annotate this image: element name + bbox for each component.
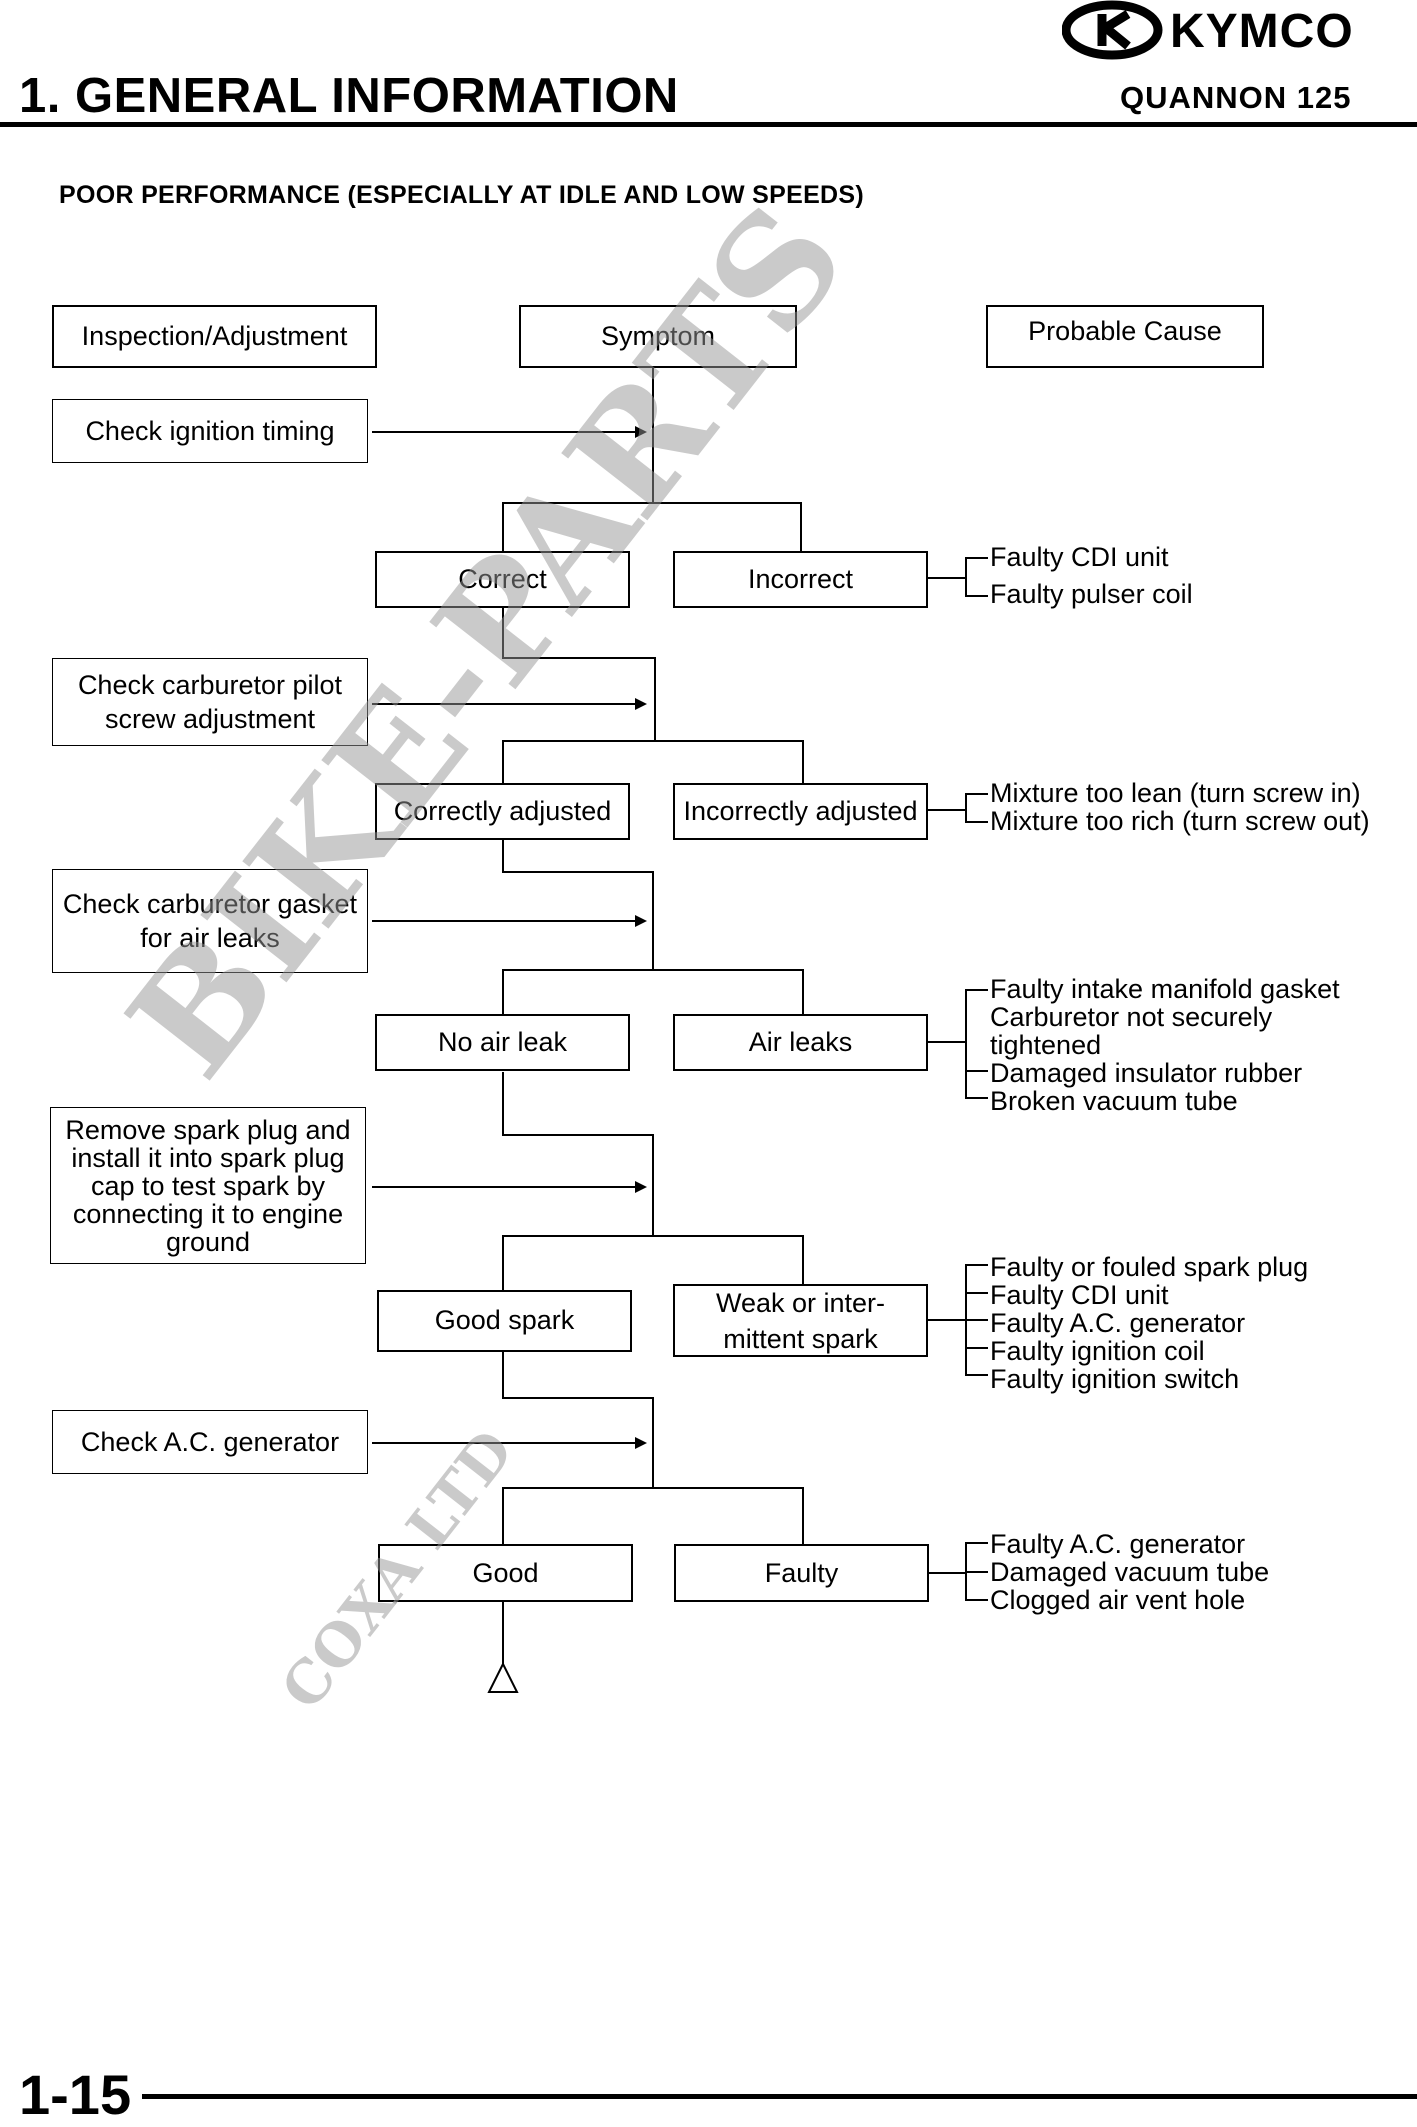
continue-triangle (487, 1661, 519, 1693)
cause-item: Faulty pulser coil (990, 579, 1193, 609)
cause-item: Faulty intake manifold gasket (990, 974, 1340, 1004)
symptom-incorrectly-adjusted: Incorrectly adjusted (673, 783, 928, 840)
inspection-line: connecting it to engine (72, 1198, 344, 1229)
inspection-spark-test: Remove spark plug and install it into sp… (50, 1107, 366, 1264)
footer-rule (142, 2094, 1417, 2099)
cause-item: tightened (990, 1030, 1102, 1060)
inspection-line: screw adjustment (104, 704, 316, 734)
cause-item: Clogged air vent hole (990, 1585, 1246, 1615)
inspection-check-pilot-screw: Check carburetor pilot screw adjustment (52, 658, 368, 746)
header-rule (0, 122, 1417, 127)
cause-item: Faulty ignition switch (990, 1364, 1240, 1394)
inspection-line: ground (165, 1226, 251, 1257)
cause-item: Mixture too lean (turn screw in) (990, 778, 1361, 808)
page-title: 1. GENERAL INFORMATION (19, 69, 679, 123)
cause-item: Faulty ignition coil (990, 1336, 1205, 1366)
inspection-line: Check carburetor pilot (77, 669, 343, 700)
symptom-incorrect: Incorrect (673, 551, 928, 608)
inspection-check-ac-generator: Check A.C. generator (52, 1410, 368, 1474)
inspection-line: Check carburetor gasket (62, 888, 358, 919)
symptom-good-spark: Good spark (377, 1290, 632, 1352)
cause-item: Broken vacuum tube (990, 1086, 1238, 1116)
symptom-faulty: Faulty (674, 1544, 929, 1602)
causes-step-1: Faulty CDI unit Faulty pulser coil (990, 543, 1193, 608)
symptom-air-leaks: Air leaks (673, 1014, 928, 1071)
symptom-line: mittent spark (723, 1323, 878, 1354)
cause-item: Faulty CDI unit (990, 1280, 1169, 1310)
cause-item: Mixture too rich (turn screw out) (990, 806, 1370, 836)
brand-wordmark: KYMCO (1170, 5, 1354, 58)
inspection-line: for air leaks (140, 923, 280, 953)
symptom-correctly-adjusted: Correctly adjusted (375, 783, 630, 840)
symptom-good: Good (378, 1544, 633, 1602)
inspection-line: Remove spark plug and (65, 1114, 351, 1145)
section-title: POOR PERFORMANCE (ESPECIALLY AT IDLE AND… (59, 181, 865, 209)
cause-item: Carburetor not securely (990, 1002, 1273, 1032)
page-number: 1-15 (19, 2063, 132, 2126)
model-name: QUANNON 125 (1120, 80, 1352, 115)
column-header-probable-cause: Probable Cause (986, 305, 1264, 368)
cause-item: Damaged vacuum tube (990, 1557, 1270, 1587)
causes-step-3: Faulty intake manifold gasket Carburetor… (990, 975, 1340, 1115)
inspection-check-ignition-timing: Check ignition timing (52, 399, 368, 463)
causes-step-4: Faulty or fouled spark plug Faulty CDI u… (990, 1253, 1308, 1393)
kymco-logo: KYMCO (1061, 0, 1412, 60)
symptom-line: Weak or inter- (715, 1287, 886, 1318)
symptom-no-air-leak: No air leak (375, 1014, 630, 1071)
inspection-line: cap to test spark by (90, 1170, 326, 1201)
cause-item: Faulty CDI unit (990, 542, 1169, 572)
symptom-weak-spark: Weak or inter- mittent spark (673, 1284, 928, 1357)
causes-step-5: Faulty A.C. generator Damaged vacuum tub… (990, 1530, 1269, 1614)
cause-item: Faulty or fouled spark plug (990, 1252, 1309, 1282)
symptom-correct: Correct (375, 551, 630, 608)
cause-item: Damaged insulator rubber (990, 1058, 1303, 1088)
cause-item: Faulty A.C. generator (990, 1308, 1246, 1338)
cause-item: Faulty A.C. generator (990, 1529, 1246, 1559)
column-header-symptom: Symptom (519, 305, 797, 368)
causes-step-2: Mixture too lean (turn screw in) Mixture… (990, 779, 1370, 835)
inspection-line: install it into spark plug (71, 1142, 345, 1173)
inspection-check-gasket: Check carburetor gasket for air leaks (52, 869, 368, 973)
column-header-inspection: Inspection/Adjustment (52, 305, 377, 368)
